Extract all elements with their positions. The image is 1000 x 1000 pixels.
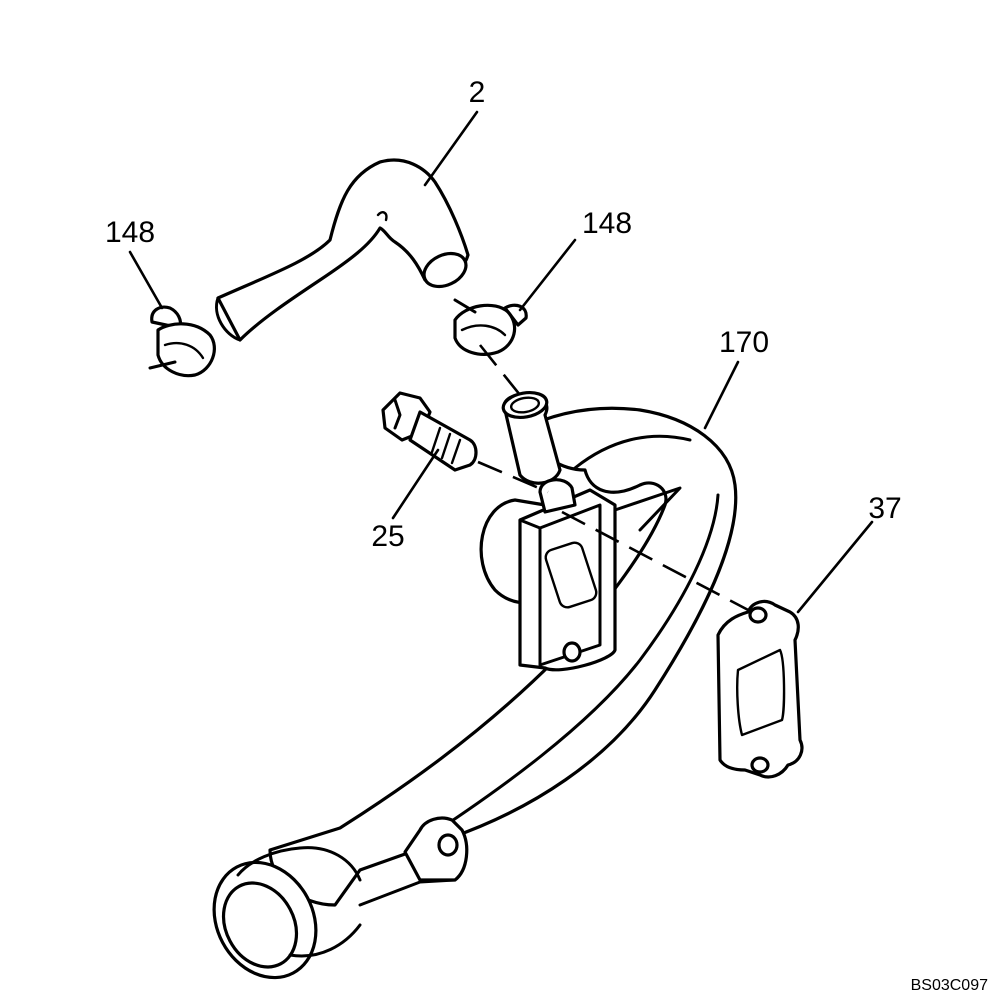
bolt	[381, 391, 478, 472]
figure-id: BS03C097	[911, 977, 988, 994]
callout-bolt: 25	[371, 520, 404, 553]
callout-tube-assembly: 170	[719, 326, 769, 359]
hose	[215, 158, 470, 342]
callout-clamp-left: 148	[105, 216, 155, 249]
tube-assembly	[212, 390, 738, 980]
gasket	[716, 599, 804, 779]
callout-clamp-right: 148	[582, 207, 632, 240]
hose-clamp-right	[453, 298, 528, 356]
hose-clamp-left	[148, 305, 216, 378]
callout-gasket: 37	[868, 492, 901, 525]
callout-hose: 2	[469, 76, 486, 109]
alignment-lines	[477, 344, 753, 614]
leader-lines	[128, 110, 874, 614]
